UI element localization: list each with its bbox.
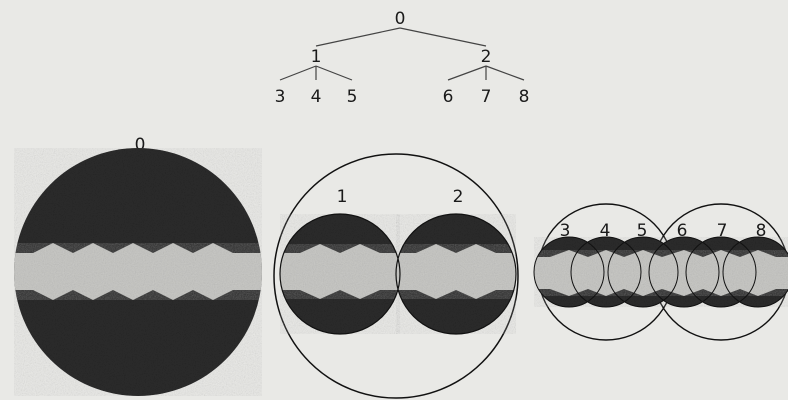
level1-label-2: 2 — [453, 187, 464, 207]
level2-label-7: 7 — [717, 221, 728, 241]
level0-band — [14, 243, 262, 300]
tree-node-1: 1 — [311, 47, 322, 67]
tree-edge-2-6 — [448, 66, 486, 80]
tree-edge-2-8 — [486, 66, 524, 80]
tree-edge-0-2 — [400, 28, 486, 46]
tree-node-5: 5 — [347, 87, 358, 107]
level1-label-1: 1 — [337, 187, 348, 207]
tree-node-0: 0 — [395, 9, 406, 29]
tree-node-7: 7 — [481, 87, 492, 107]
level2-label-3: 3 — [560, 221, 571, 241]
tree-edge-0-1 — [316, 28, 400, 46]
level2-label-4: 4 — [600, 221, 611, 241]
level1-group: 1 2 — [274, 154, 518, 398]
tree-node-2: 2 — [481, 47, 492, 67]
tree-node-3: 3 — [275, 87, 286, 107]
level2-label-8: 8 — [756, 221, 767, 241]
tree-node-8: 8 — [519, 87, 530, 107]
level2-label-6: 6 — [677, 221, 688, 241]
level2-label-5: 5 — [637, 221, 648, 241]
tree-labels: 0 1 2 3 4 5 6 7 8 — [275, 9, 530, 107]
level2-labels: 3 4 5 6 7 8 — [560, 221, 767, 241]
tree-node-6: 6 — [443, 87, 454, 107]
tree-node-4: 4 — [311, 87, 322, 107]
level2-group: 3 4 5 6 7 8 — [530, 204, 788, 340]
tree-edge-1-3 — [280, 66, 316, 80]
tree-edge-1-5 — [316, 66, 352, 80]
level0-group: 0 — [14, 135, 262, 396]
level2-band — [530, 250, 788, 296]
